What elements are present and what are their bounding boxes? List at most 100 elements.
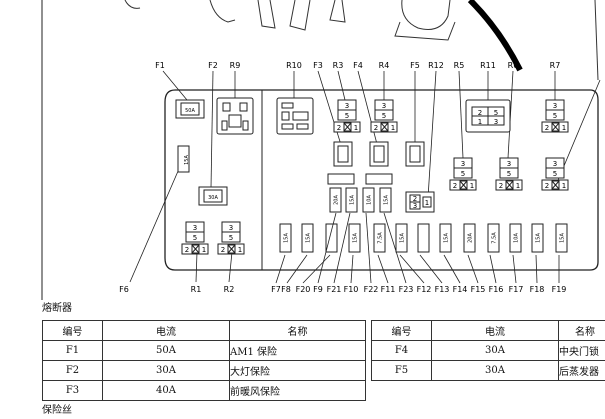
relay-pin-top: 3 [507, 160, 511, 168]
cell-id: F2 [42, 360, 103, 381]
relay-pin-bl: 2 [185, 246, 189, 254]
label-F1: F1 [155, 61, 165, 70]
relay-pin-br: 1 [562, 182, 566, 190]
relay-pin-mid: 5 [553, 112, 557, 120]
relay-pin-top: 3 [461, 160, 465, 168]
relay-pin-br: 1 [202, 246, 206, 254]
relay-R10 [276, 97, 314, 135]
relay-pin-bl: 2 [374, 124, 378, 132]
r11-pin-br: 3 [494, 118, 498, 126]
blade-fuse-top-3: 15A [379, 187, 392, 213]
blade-fuse-bottom-5: 15A [395, 223, 408, 253]
relay-R11: 2 5 1 3 [465, 99, 511, 133]
fuse-rating: 15A [400, 233, 406, 243]
fuse-rating: 10A [514, 233, 520, 243]
label-R12: R12 [428, 61, 444, 70]
relay-pin-top: 3 [553, 160, 557, 168]
relay-pin-br: 1 [238, 246, 242, 254]
relay-pin-br: 1 [354, 124, 358, 132]
fuse-rating: 15A [444, 233, 450, 243]
label-F16: F16 [489, 285, 504, 294]
relay-pin-mid: 5 [553, 170, 557, 178]
fuse-rating: 7.5A [378, 232, 384, 244]
fuse-rating: 15A [353, 233, 359, 243]
r11-pin-tr: 5 [494, 109, 498, 117]
blade-fuse-bottom-9: 7.5A [487, 223, 500, 253]
label-F12: F12 [417, 285, 432, 294]
spare-slots [327, 173, 393, 185]
fuse-F4 [369, 141, 389, 167]
fuse-rating: 20A [468, 233, 474, 243]
fuse-wire-label: 保险丝 [42, 405, 72, 416]
fuse-F2: 30A [198, 186, 228, 206]
label-R3: R3 [333, 61, 344, 70]
label-F5: F5 [410, 61, 420, 70]
label-F9: F9 [313, 285, 323, 294]
fuse-rating: 10A [367, 195, 373, 205]
relay-pin-top: 3 [382, 102, 386, 110]
label-F22: F22 [364, 285, 379, 294]
label-F2: F2 [208, 61, 218, 70]
top-labels: F1 F2 R9 R10 F3 R3 F4 R4 F5 R12 R5 R11 R… [155, 61, 560, 70]
rating-F2: 30A [208, 195, 218, 201]
blade-fuse-bottom-3: 15A [348, 223, 361, 253]
table-row: F3 40A 前暖风保险 [42, 380, 366, 401]
relay-pin-mid: 5 [229, 234, 233, 242]
fuse-rating: 15A [560, 233, 566, 243]
relay-pin-mid: 5 [345, 112, 349, 120]
relay-pin-mid: 5 [461, 170, 465, 178]
label-F4: F4 [353, 61, 363, 70]
label-R9: R9 [230, 61, 241, 70]
label-F20: F20 [296, 285, 311, 294]
blade-fuse-bottom-8: 20A [463, 223, 476, 253]
label-F23: F23 [399, 285, 414, 294]
cell-id: F4 [371, 340, 432, 361]
label-F6: F6 [119, 285, 129, 294]
relay-pin-br: 1 [516, 182, 520, 190]
table-header-row: 编号 电流 名称 [42, 320, 366, 341]
fuse-table-right: 编号 电流 名称 F4 30A 中央门锁 F5 30A 后蒸发器 [371, 320, 605, 381]
top-sketch [124, 0, 599, 81]
fuse-F6: 15A [177, 145, 190, 173]
r11-pin-tl: 2 [478, 109, 482, 117]
relay-pin-bl: 2 [221, 246, 225, 254]
blade-fuse-top-1: 15A [345, 187, 358, 213]
r12-pin-b: 3 [413, 202, 417, 210]
relay-pin-bl: 2 [499, 182, 503, 190]
cell-current: 30A [431, 340, 559, 361]
label-F13: F13 [435, 285, 450, 294]
fuse-F1: 50A [175, 99, 205, 119]
label-F17: F17 [509, 285, 524, 294]
r12-pin-c: 1 [425, 199, 429, 207]
blade-fuse-bottom-12: 15A [555, 223, 568, 253]
header-id: 编号 [42, 320, 103, 341]
relay-pin-mid: 5 [193, 234, 197, 242]
label-R7: R7 [550, 61, 561, 70]
relay-pin-mid: 5 [507, 170, 511, 178]
fuse-rating: 15A [350, 195, 356, 205]
fuse-rating: 15A [284, 233, 290, 243]
label-R11: R11 [480, 61, 496, 70]
cell-current: 30A [431, 360, 559, 381]
label-F14: F14 [453, 285, 468, 294]
fuse-rating: 15A [384, 195, 390, 205]
fuse-table-left: 编号 电流 名称 F1 50A AM1 保险 F2 30A 大灯保险 F3 40… [42, 320, 366, 401]
label-R4: R4 [379, 61, 390, 70]
r11-pin-bl: 1 [478, 118, 482, 126]
label-F11: F11 [381, 285, 396, 294]
label-F21: F21 [327, 285, 342, 294]
fuse-F5 [405, 141, 425, 167]
relay-R9 [216, 97, 254, 135]
blade-fuse-top-2: 10A [362, 187, 375, 213]
label-F10: F10 [344, 285, 359, 294]
header-id: 编号 [371, 320, 432, 341]
cell-name: 大灯保险 [229, 360, 366, 381]
cell-name: 后蒸发器 [558, 360, 605, 381]
cell-name: 前暖风保险 [229, 380, 366, 401]
relay-R6: 3 52 1 [495, 157, 523, 191]
